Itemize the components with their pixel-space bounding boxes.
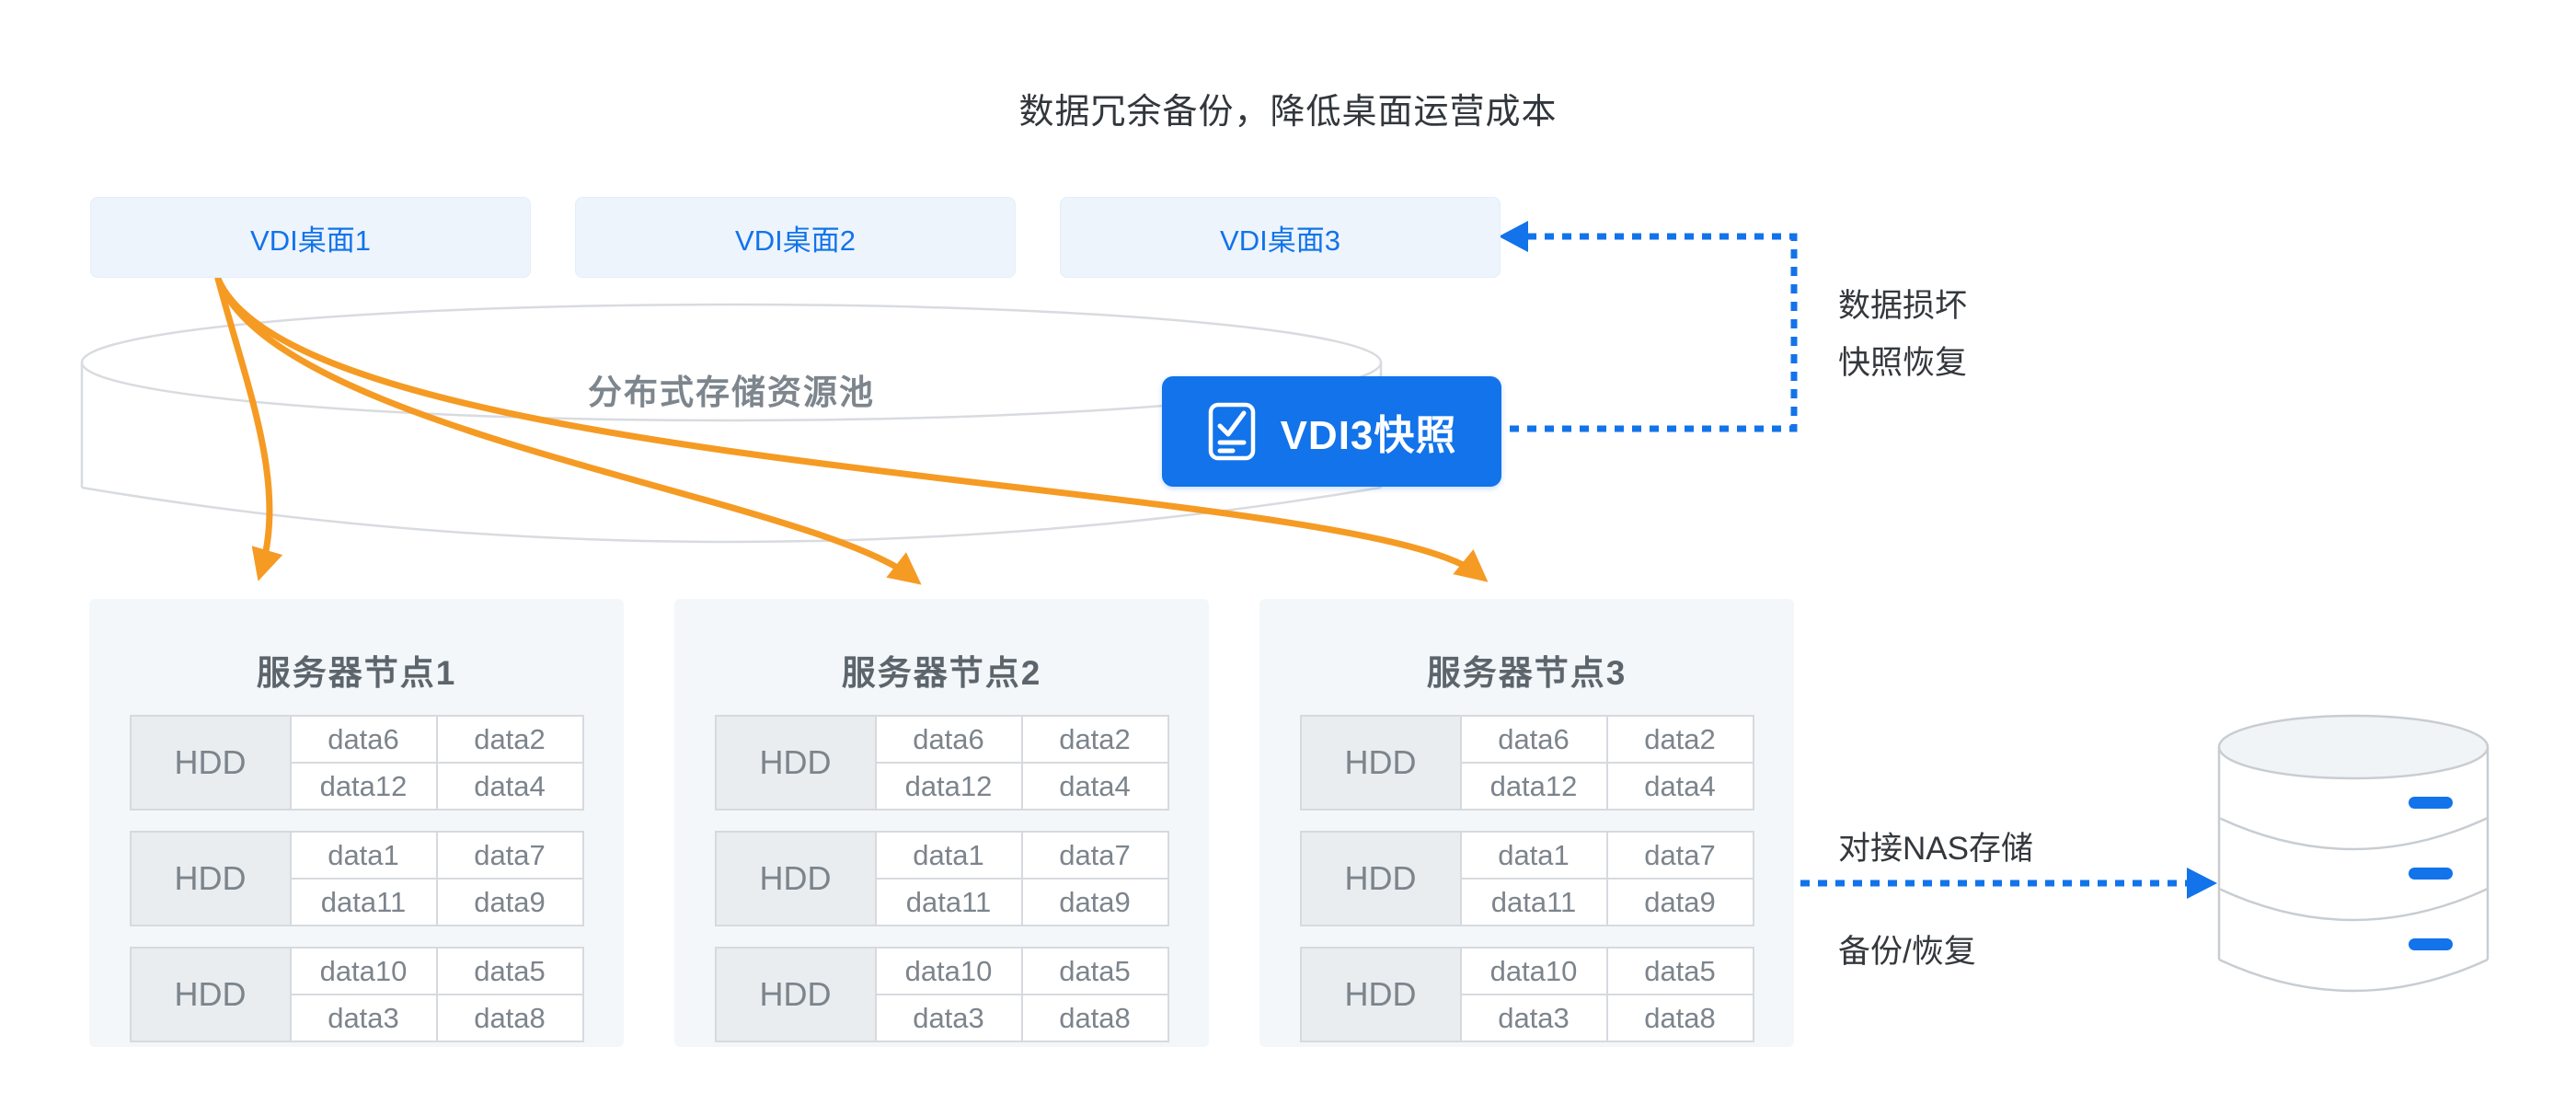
vdi-desktop-3: VDI桌面3 (1060, 197, 1501, 278)
snapshot-button[interactable]: VDI3快照 (1162, 376, 1501, 487)
data-cell: data4 (1607, 764, 1753, 809)
storage-pool-label: 分布式存储资源池 (588, 374, 875, 411)
server-node-title: 服务器节点2 (841, 654, 1042, 692)
data-cell: data3 (1461, 995, 1606, 1041)
data-cell: data5 (1022, 949, 1167, 994)
data-cell: data11 (291, 880, 436, 925)
data-cell: data11 (876, 880, 1021, 925)
data-cell: data10 (291, 949, 436, 994)
hdd-cell: HDD (716, 949, 875, 1041)
data-cell: data11 (1461, 880, 1606, 925)
hdd-cell: HDD (131, 717, 290, 809)
data-cell: data3 (876, 995, 1021, 1041)
data-cell: data8 (1022, 995, 1167, 1041)
vdi-desktop-2: VDI桌面2 (575, 197, 1016, 278)
hdd-cell: HDD (1301, 717, 1460, 809)
snapshot-note-line-2: 快照恢复 (1838, 345, 1968, 381)
nas-connect-label: 对接NAS存储 (1838, 831, 2033, 867)
data-cell: data12 (291, 764, 436, 809)
data-cell: data9 (437, 880, 582, 925)
data-cell: data10 (876, 949, 1021, 994)
hdd-cell: HDD (1301, 949, 1460, 1041)
server-node-title: 服务器节点3 (1426, 654, 1627, 692)
vdi-desktop-2-label: VDI桌面2 (735, 224, 856, 257)
data-cell: data7 (1022, 833, 1167, 878)
data-cell: data5 (437, 949, 582, 994)
server-node-title: 服务器节点1 (256, 654, 457, 692)
data-cell: data6 (291, 717, 436, 762)
hdd-cell: HDD (131, 949, 290, 1041)
data-cell: data4 (1022, 764, 1167, 809)
data-cell: data1 (291, 833, 436, 878)
checklist-icon (1208, 402, 1255, 461)
data-cell: data4 (437, 764, 582, 809)
data-cell: data1 (1461, 833, 1606, 878)
data-cell: data1 (876, 833, 1021, 878)
hdd-cell: HDD (716, 717, 875, 809)
data-cell: data3 (291, 995, 436, 1041)
snapshot-note-line-1: 数据损坏 (1838, 288, 1968, 324)
data-cell: data12 (1461, 764, 1606, 809)
data-cell: data2 (1607, 717, 1753, 762)
hdd-cell: HDD (1301, 833, 1460, 925)
data-cell: data9 (1607, 880, 1753, 925)
data-cell: data2 (437, 717, 582, 762)
data-cell: data8 (437, 995, 582, 1041)
page-title: 数据冗余备份，降低桌面运营成本 (1018, 93, 1558, 132)
data-cell: data8 (1607, 995, 1753, 1041)
vdi-desktop-1: VDI桌面1 (90, 197, 531, 278)
data-cell: data7 (437, 833, 582, 878)
hdd-cell: HDD (716, 833, 875, 925)
vdi-desktop-1-label: VDI桌面1 (250, 224, 371, 257)
data-cell: data9 (1022, 880, 1167, 925)
hdd-cell: HDD (131, 833, 290, 925)
data-cell: data6 (1461, 717, 1606, 762)
vdi-desktop-3-label: VDI桌面3 (1220, 224, 1340, 257)
data-cell: data6 (876, 717, 1021, 762)
data-cell: data5 (1607, 949, 1753, 994)
data-cell: data10 (1461, 949, 1606, 994)
snapshot-button-label: VDI3快照 (1280, 413, 1457, 458)
snapshot-note: 数据损坏 快照恢复 (1838, 278, 1967, 392)
data-cell: data12 (876, 764, 1021, 809)
data-cell: data2 (1022, 717, 1167, 762)
nas-backup-restore-label: 备份/恢复 (1838, 934, 1976, 970)
data-cell: data7 (1607, 833, 1753, 878)
